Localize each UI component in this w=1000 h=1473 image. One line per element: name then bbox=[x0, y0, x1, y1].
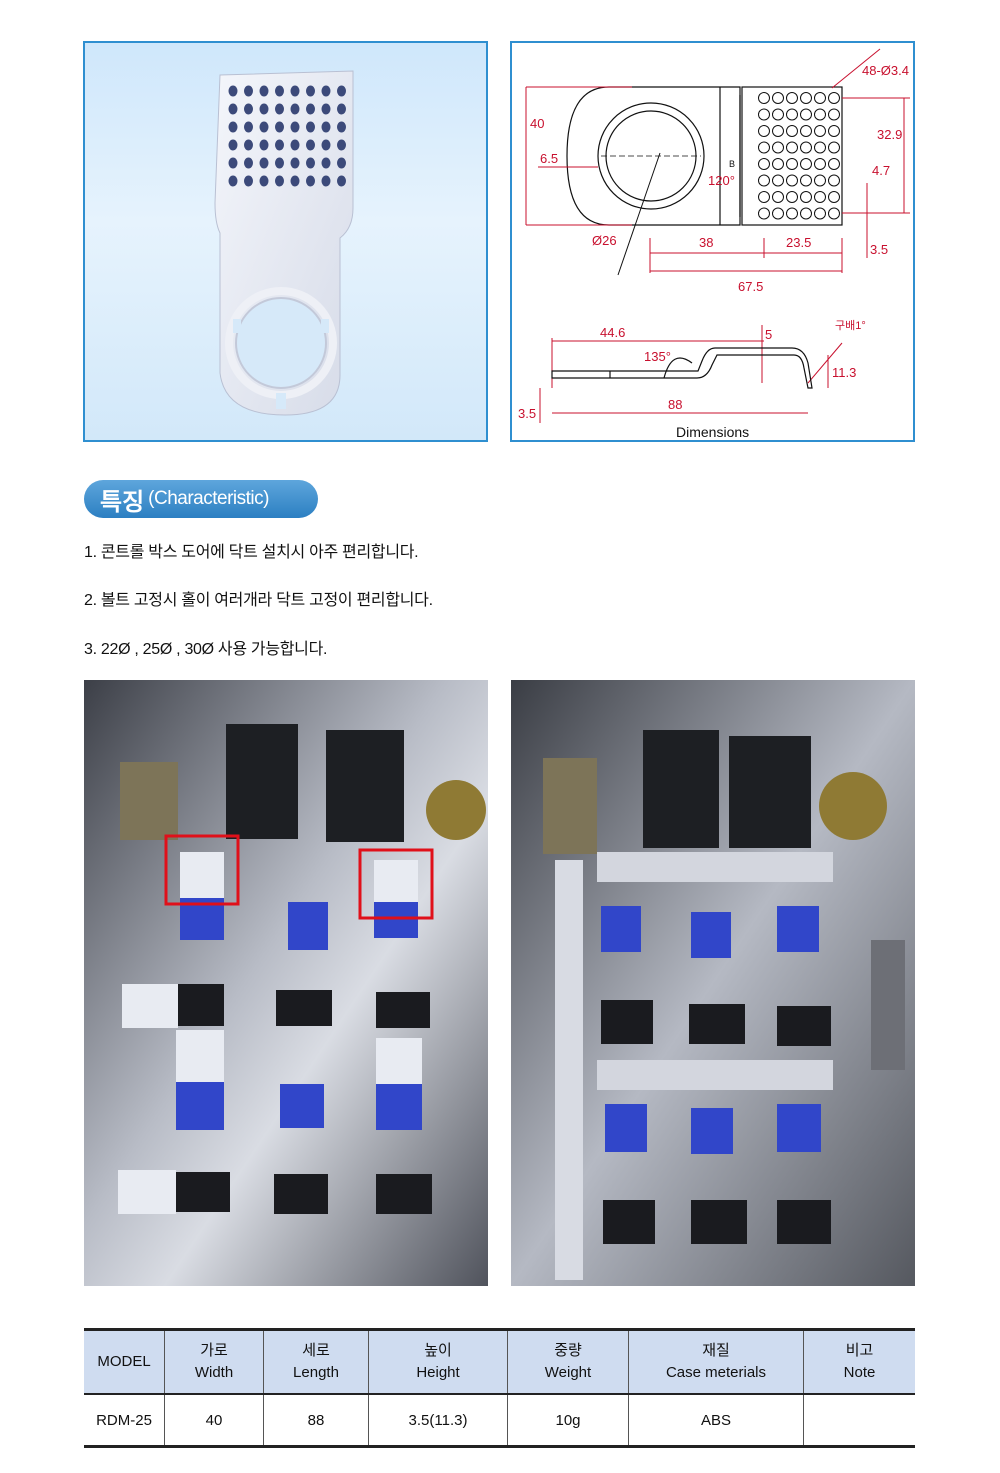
dim-label-b: B bbox=[729, 159, 735, 169]
dim-label-44-6: 44.6 bbox=[600, 325, 625, 340]
dim-label-38: 38 bbox=[699, 235, 713, 250]
cell-model: RDM-25 bbox=[96, 1411, 152, 1429]
dim-label-3-5-top: 3.5 bbox=[870, 242, 888, 257]
dim-label-width-40: 40 bbox=[530, 116, 544, 131]
feature-item-1: 1. 콘트롤 박스 도어에 닥트 설치시 아주 편리합니다. bbox=[84, 544, 419, 561]
characteristic-heading: 특징 (Characteristic) bbox=[84, 480, 318, 518]
dim-label-6-5: 6.5 bbox=[540, 151, 558, 166]
header-model: MODEL bbox=[84, 1329, 165, 1394]
installation-photo-after bbox=[511, 680, 915, 1286]
dim-label-67-5: 67.5 bbox=[738, 279, 763, 294]
dim-label-4-7: 4.7 bbox=[872, 163, 890, 178]
cell-weight: 10g bbox=[507, 1394, 629, 1447]
product-photo-panel bbox=[83, 41, 488, 442]
cell-note bbox=[803, 1394, 915, 1447]
cell-case-material: ABS bbox=[628, 1394, 804, 1447]
dim-label-5: 5 bbox=[765, 327, 772, 342]
feature-item-2: 2. 볼트 고정시 홀이 여러개라 닥트 고정이 편리합니다. bbox=[84, 592, 433, 609]
product-bracket-image bbox=[214, 70, 354, 416]
heading-english: (Characteristic) bbox=[148, 488, 269, 509]
dim-label-3-5-side: 3.5 bbox=[518, 406, 536, 421]
dim-label-holes: 48-Ø3.4 bbox=[862, 63, 909, 78]
heading-korean: 특징 bbox=[100, 488, 145, 516]
cell-length: 88 bbox=[263, 1394, 369, 1447]
dim-label-23-5: 23.5 bbox=[786, 235, 811, 250]
panel-photo-right bbox=[511, 680, 915, 1286]
dim-label-slope: 구배1° bbox=[835, 319, 866, 332]
table-row: RDM-25 40 88 3.5(11.3) 10g ABS bbox=[84, 1394, 915, 1447]
panel-photo-left bbox=[84, 680, 488, 1286]
dimension-drawing: 48-Ø3.4 40 6.5 32.9 4.7 120° B Ø26 38 23… bbox=[518, 48, 910, 440]
cell-width: 40 bbox=[164, 1394, 264, 1447]
dimensions-caption: Dimensions bbox=[676, 424, 749, 440]
dim-label-32-9: 32.9 bbox=[877, 127, 902, 142]
dimension-drawing-panel: 48-Ø3.4 40 6.5 32.9 4.7 120° B Ø26 38 23… bbox=[510, 41, 915, 442]
dim-label-88: 88 bbox=[668, 397, 682, 412]
dim-label-120-deg: 120° bbox=[708, 173, 735, 188]
cell-height: 3.5(11.3) bbox=[368, 1394, 508, 1447]
installation-photo-before bbox=[84, 680, 488, 1286]
dim-label-135-deg: 135° bbox=[644, 349, 671, 364]
hole-grid bbox=[228, 85, 346, 187]
dim-label-11-3: 11.3 bbox=[832, 365, 856, 380]
dim-label-d26: Ø26 bbox=[592, 233, 617, 248]
feature-item-3: 3. 22Ø , 25Ø , 30Ø 사용 가능합니다. bbox=[84, 641, 328, 658]
